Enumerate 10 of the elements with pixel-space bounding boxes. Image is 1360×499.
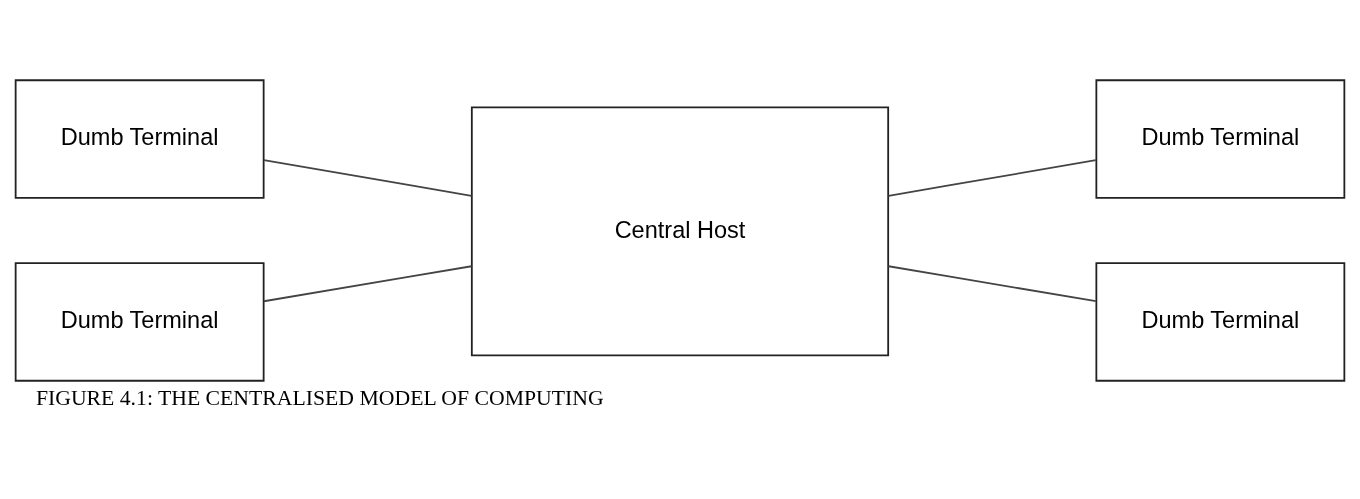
node-box: Central Host <box>470 106 890 357</box>
node-box: Dumb Terminal <box>14 262 265 382</box>
node-box: Dumb Terminal <box>1095 79 1346 199</box>
connector <box>887 265 1097 303</box>
connector <box>263 265 473 303</box>
node-box: Dumb Terminal <box>14 79 265 199</box>
connector <box>263 159 473 197</box>
node-box: Dumb Terminal <box>1095 262 1346 382</box>
connector <box>887 159 1097 197</box>
caption: FIGURE 4.1: THE CENTRALISED MODEL OF COMPUTING <box>35 386 604 411</box>
